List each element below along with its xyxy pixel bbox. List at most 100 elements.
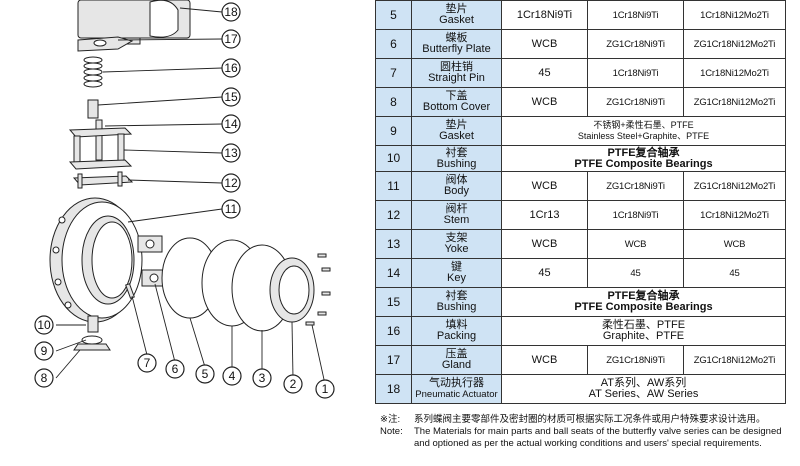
svg-text:13: 13	[224, 146, 238, 160]
part-name-zh: 压盖	[445, 348, 468, 360]
callout-8: 8	[34, 368, 54, 388]
material-316: 45	[683, 258, 786, 288]
part-name-en: Packing	[436, 330, 477, 342]
callout-3: 3	[252, 368, 272, 388]
material-carbon: WCB	[501, 229, 588, 259]
material-304: 1Cr18Ni9Ti	[587, 58, 684, 88]
svg-text:10: 10	[37, 318, 51, 332]
material-carbon: 1Cr13	[501, 200, 588, 230]
part-name-zh: 阀体	[445, 174, 468, 186]
stem-yoke-drawing	[68, 119, 134, 189]
material-line-zh: 不锈钢+柔性石墨、PTFE	[593, 120, 694, 130]
material-line-zh: PTFE复合轴承	[607, 290, 680, 302]
packing-rings-drawing	[83, 56, 103, 88]
note-en-row-2: and optioned as per the actual working c…	[380, 438, 795, 450]
callout-14: 14	[221, 114, 241, 134]
material-carbon: 1Cr18Ni9Ti	[501, 0, 588, 30]
svg-text:6: 6	[172, 362, 179, 376]
callout-2: 2	[283, 374, 303, 394]
svg-text:16: 16	[224, 61, 238, 75]
part-number: 5	[375, 0, 412, 30]
bushing-upper-drawing	[87, 99, 99, 119]
note-en-text-1: The Materials for main parts and ball se…	[414, 426, 782, 437]
part-number: 13	[375, 229, 412, 259]
material-line-en: AT Series、AW Series	[588, 388, 699, 400]
note-en-row: Note: The Materials for main parts and b…	[380, 426, 795, 438]
material-316: ZG1Cr18Ni12Mo2Ti	[683, 87, 786, 117]
svg-text:14: 14	[224, 117, 238, 131]
part-name-en: Straight Pin	[428, 72, 485, 84]
part-number: 17	[375, 345, 412, 375]
svg-text:11: 11	[225, 202, 238, 216]
part-number: 7	[375, 58, 412, 88]
material-line-zh: 柔性石墨、PTFE	[601, 319, 686, 331]
butterfly-plate-drawing	[137, 235, 167, 287]
note-zh-row: ※注: 系列蝶阀主要零部件及密封圈的材质可根据实际工况条件或用户特殊要求设计选用…	[380, 414, 795, 426]
svg-text:4: 4	[229, 369, 236, 383]
part-name-en: Bottom Cover	[422, 101, 491, 113]
callout-17: 17	[221, 29, 241, 49]
material-316: ZG1Cr18Ni12Mo2Ti	[683, 29, 786, 59]
part-name-zh: 填料	[445, 319, 468, 331]
material-304: 45	[587, 258, 684, 288]
svg-text:8: 8	[41, 371, 48, 385]
callout-1: 1	[315, 379, 335, 399]
material-316: ZG1Cr18Ni12Mo2Ti	[683, 345, 786, 375]
exploded-valve-diagram: 18 17 16 15 14 13 12 11 10 9 8 7 6 5 4 3…	[34, 0, 335, 399]
material-316: 1Cr18Ni12Mo2Ti	[683, 200, 786, 230]
material-304: WCB	[587, 229, 684, 259]
part-name-zh: 气动执行器	[429, 377, 484, 389]
pneumatic-actuator-drawing	[77, 0, 191, 45]
seat-ring-drawing	[269, 257, 315, 323]
part-name-zh: 下盖	[445, 90, 468, 102]
valve-body-drawing	[49, 197, 143, 323]
material-carbon: WCB	[501, 171, 588, 201]
part-name-en: Gasket	[439, 14, 474, 26]
callout-13: 13	[221, 143, 241, 163]
material-304: 1Cr18Ni9Ti	[587, 0, 684, 30]
bushing-lower-drawing	[87, 315, 99, 333]
material-carbon: 45	[501, 258, 588, 288]
part-name-zh: 衬套	[445, 290, 468, 302]
material-line-en: Graphite、PTFE	[602, 330, 685, 342]
part-number: 18	[375, 374, 412, 404]
material-line-zh: PTFE复合轴承	[607, 146, 680, 159]
material-304: ZG1Cr18Ni9Ti	[587, 171, 684, 201]
material-carbon: WCB	[501, 29, 588, 59]
callout-10: 10	[34, 315, 54, 335]
callout-16: 16	[221, 58, 241, 78]
part-name-en: Body	[443, 185, 470, 197]
note-zh-label: ※注:	[380, 414, 401, 425]
svg-text:1: 1	[322, 382, 329, 396]
note-zh-text: 系列蝶阀主要零部件及密封圈的材质可根据实际工况条件或用户特殊要求设计选用。	[414, 414, 766, 425]
part-number: 8	[375, 87, 412, 117]
part-name-zh: 垫片	[445, 119, 468, 131]
callout-6: 6	[165, 359, 185, 379]
callout-9: 9	[34, 341, 54, 361]
callout-11: 11	[221, 199, 241, 219]
part-name-en: Gasket	[439, 130, 474, 142]
part-name-en: Stem	[443, 214, 470, 226]
part-name-en: Pneumatic Actuator	[415, 389, 498, 400]
part-name-zh: 垫片	[445, 3, 468, 15]
material-line-en: PTFE Composite Bearings	[574, 301, 713, 313]
part-name-en: Yoke	[444, 243, 469, 255]
